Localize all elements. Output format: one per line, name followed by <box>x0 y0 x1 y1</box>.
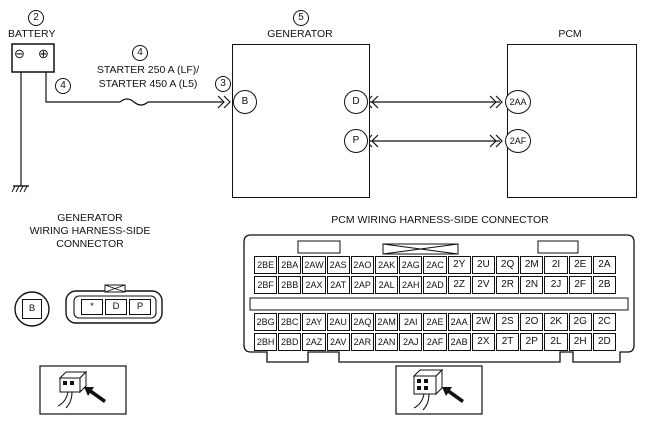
pcm-terminal-2bf: 2BF <box>254 276 278 294</box>
pcm-terminal-2s: 2S <box>496 313 520 331</box>
pcm-terminal-2bg: 2BG <box>254 313 278 331</box>
pcm-terminal-2ad: 2AD <box>423 276 447 294</box>
pcm-terminal-2i: 2I <box>544 256 568 274</box>
generator-pin-p: P <box>344 129 368 153</box>
callout-5: 5 <box>293 10 309 26</box>
pcm-terminal-2v: 2V <box>471 276 495 294</box>
pcm-terminal-2az: 2AZ <box>302 333 326 351</box>
pcm-terminal-2bd: 2BD <box>278 333 302 351</box>
pcm-terminal-2u: 2U <box>471 256 495 274</box>
pcm-terminal-2t: 2T <box>496 333 520 351</box>
pcm-terminal-2ac: 2AC <box>423 256 447 274</box>
battery-minus-terminal: ⊖ <box>14 46 25 61</box>
pcm-terminal-2at: 2AT <box>326 276 350 294</box>
pcm-terminal-2aw: 2AW <box>302 256 326 274</box>
pcm-terminal-2h: 2H <box>568 333 592 351</box>
callout-3: 3 <box>215 76 231 92</box>
pcm-terminal-2g: 2G <box>568 313 592 331</box>
generator-label: GENERATOR <box>267 28 333 40</box>
pcm-terminal-2aa: 2AA <box>447 313 471 331</box>
pcm-terminal-2z: 2Z <box>447 276 471 294</box>
pcm-terminal-2bc: 2BC <box>278 313 302 331</box>
pcm-terminal-2f: 2F <box>568 276 592 294</box>
connector-view-icon-left <box>40 366 126 414</box>
pcm-terminal-2ae: 2AE <box>423 313 447 331</box>
pcm-label: PCM <box>558 28 582 40</box>
pcm-terminal-2k: 2K <box>544 313 568 331</box>
pcm-terminal-2au: 2AU <box>326 313 350 331</box>
pcm-terminal-2ah: 2AH <box>399 276 423 294</box>
pcm-terminal-2m: 2M <box>520 256 544 274</box>
pcm-terminal-2e: 2E <box>568 256 592 274</box>
pcm-terminal-2ag: 2AG <box>399 256 423 274</box>
pcm-terminal-2aq: 2AQ <box>350 313 374 331</box>
pcm-box <box>507 44 637 198</box>
pcm-terminal-2p: 2P <box>520 333 544 351</box>
pcm-terminal-2r: 2R <box>496 276 520 294</box>
pcm-terminal-2ax: 2AX <box>302 276 326 294</box>
pcm-terminal-2d: 2D <box>592 333 616 351</box>
pcm-terminal-2as: 2AS <box>326 256 350 274</box>
pcm-terminal-2bh: 2BH <box>254 333 278 351</box>
pcm-terminal-2am: 2AM <box>375 313 399 331</box>
callout-2: 2 <box>28 10 44 26</box>
pcm-connector-title: PCM WIRING HARNESS-SIDE CONNECTOR <box>331 214 549 226</box>
pcm-terminal-2y: 2Y <box>447 256 471 274</box>
connector-view-icon-right <box>396 366 482 414</box>
generator-pin-d: D <box>344 90 368 114</box>
callout-4-top: 4 <box>132 45 148 61</box>
generator-pin-b: B <box>233 90 257 114</box>
pcm-terminal-2ar: 2AR <box>350 333 374 351</box>
pcm-terminal-2ab: 2AB <box>447 333 471 351</box>
pcm-terminal-2l: 2L <box>544 333 568 351</box>
gen-connector-title-2: WIRING HARNESS-SIDE <box>29 225 151 237</box>
pcm-terminal-2be: 2BE <box>254 256 278 274</box>
pcm-terminal-2ay: 2AY <box>302 313 326 331</box>
pcm-terminal-2o: 2O <box>520 313 544 331</box>
pcm-terminal-2x: 2X <box>471 333 495 351</box>
gen-connector-title-3: CONNECTOR <box>56 238 124 250</box>
battery-plus-terminal: ⊕ <box>38 46 49 61</box>
pcm-terminal-2c: 2C <box>592 313 616 331</box>
pcm-terminal-2an: 2AN <box>375 333 399 351</box>
starter-label-2: STARTER 450 A (L5) <box>98 78 198 90</box>
gen-connector-terminal-d: D <box>105 299 127 315</box>
gen-connector-terminal-p: P <box>129 299 151 315</box>
battery-label: BATTERY <box>8 28 56 40</box>
pcm-terminal-2aj: 2AJ <box>399 333 423 351</box>
pcm-terminal-2w: 2W <box>471 313 495 331</box>
pcm-terminal-2q: 2Q <box>496 256 520 274</box>
pcm-terminal-2ai: 2AI <box>399 313 423 331</box>
pcm-terminal-2j: 2J <box>544 276 568 294</box>
pcm-terminal-2af: 2AF <box>423 333 447 351</box>
pcm-terminal-2ba: 2BA <box>278 256 302 274</box>
gen-connector-terminal-unused: * <box>81 299 103 315</box>
pcm-pin-2aa: 2AA <box>505 90 531 114</box>
pcm-terminal-2n: 2N <box>520 276 544 294</box>
pcm-terminal-2ap: 2AP <box>350 276 374 294</box>
pcm-terminal-2bb: 2BB <box>278 276 302 294</box>
gen-connector-title-1: GENERATOR <box>57 212 123 224</box>
callout-4-side: 4 <box>55 78 71 94</box>
pcm-terminal-2ao: 2AO <box>350 256 374 274</box>
starter-label-1: STARTER 250 A (LF)/ <box>96 64 200 76</box>
pcm-terminal-2a: 2A <box>592 256 616 274</box>
pcm-terminal-2av: 2AV <box>326 333 350 351</box>
gen-connector-terminal-b: B <box>22 299 42 319</box>
generator-box <box>232 44 370 198</box>
pcm-terminal-2ak: 2AK <box>375 256 399 274</box>
pcm-terminal-2b: 2B <box>592 276 616 294</box>
pcm-terminal-2al: 2AL <box>375 276 399 294</box>
pcm-pin-2af: 2AF <box>505 129 531 153</box>
